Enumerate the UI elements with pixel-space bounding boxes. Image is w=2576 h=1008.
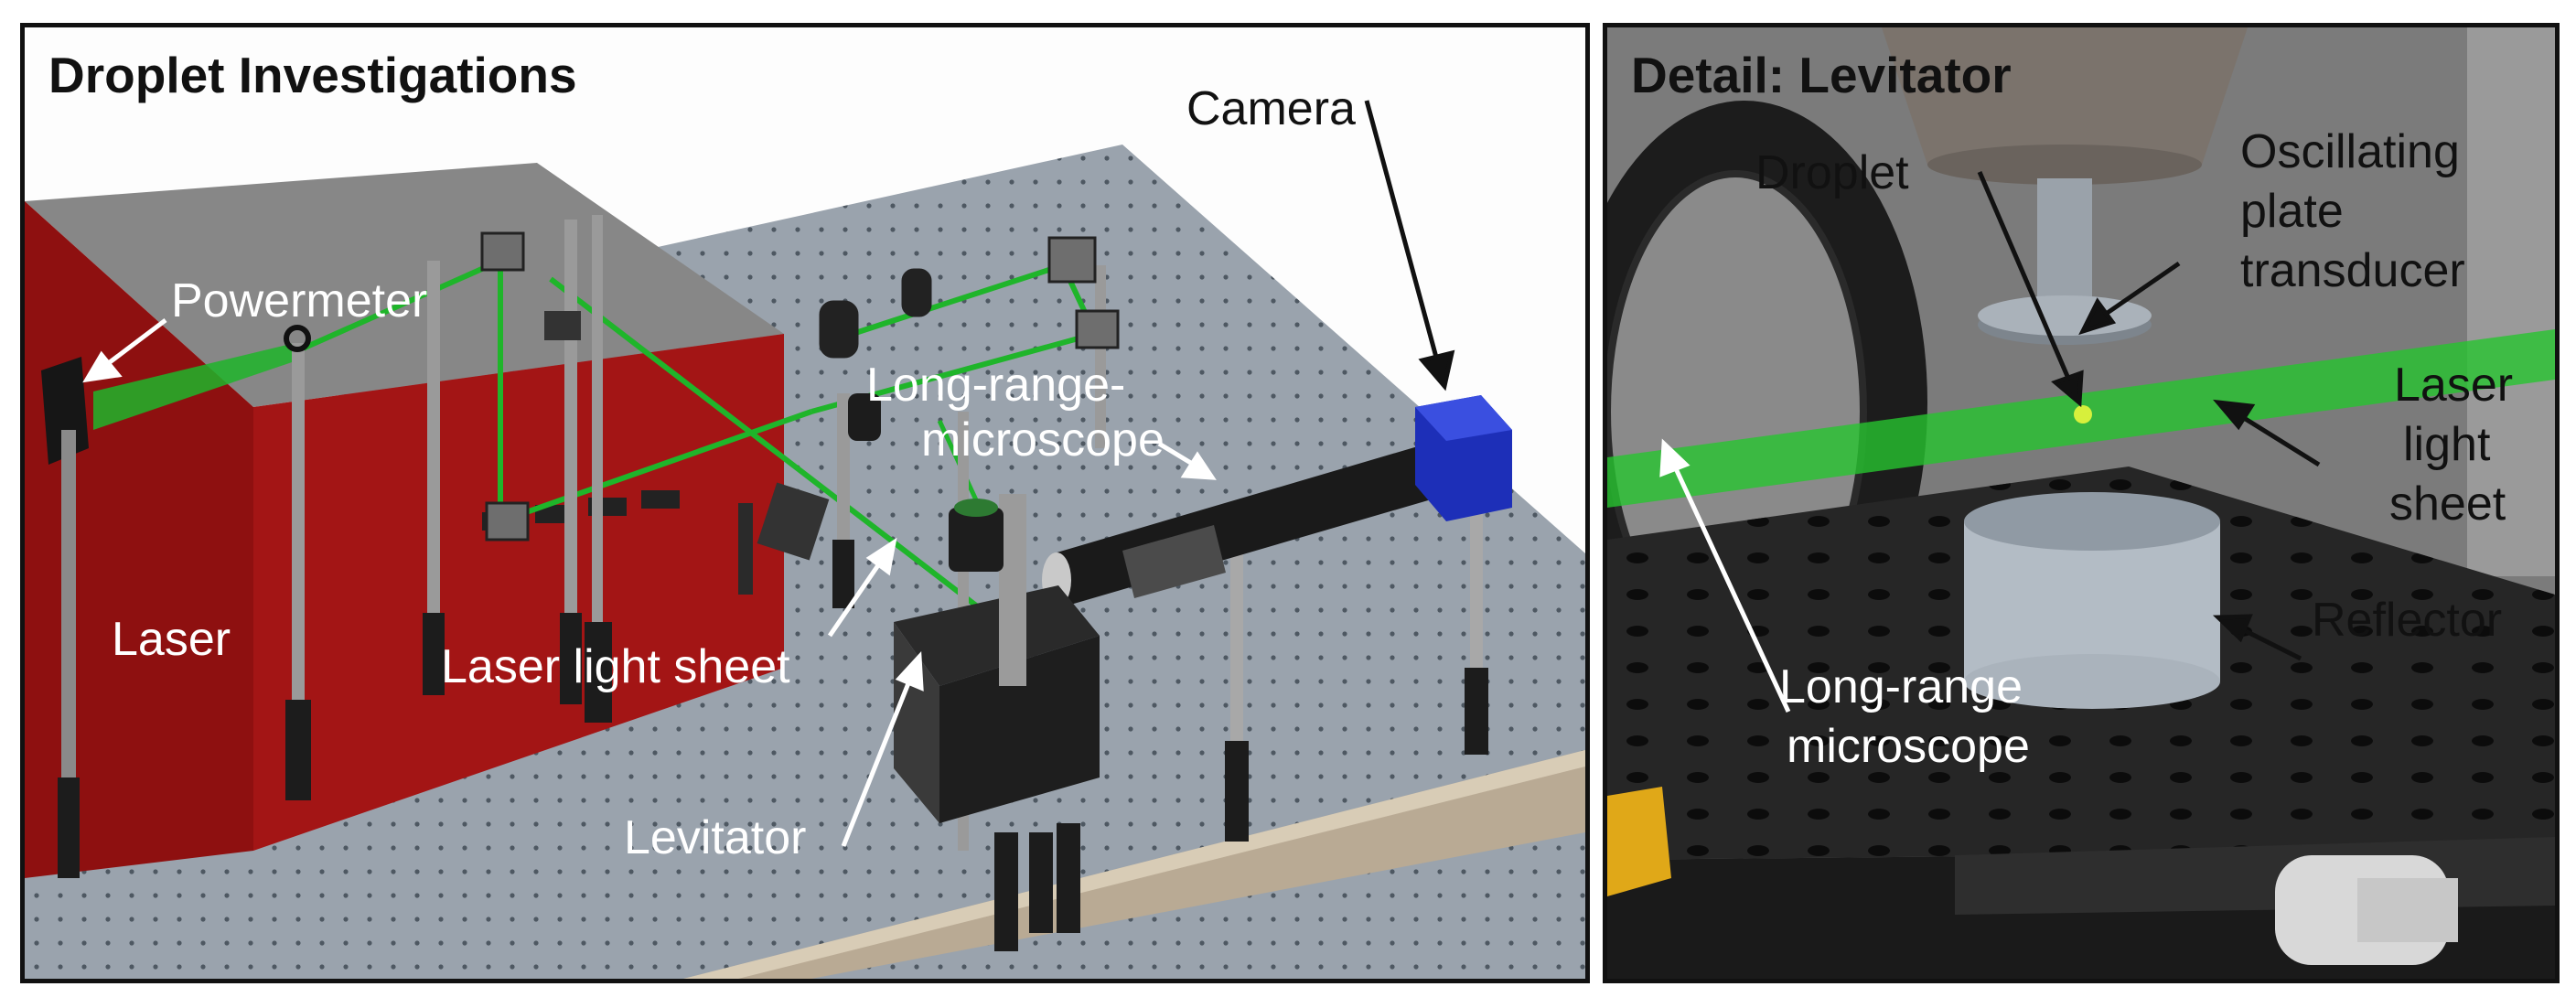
levitator-stage — [894, 494, 1100, 951]
label-arrows — [82, 100, 1455, 847]
label-camera: Camera — [1186, 82, 1356, 135]
label-laser-light-sheet-line2: light — [2403, 418, 2491, 471]
micrometer — [2275, 855, 2458, 965]
label-long-range-microscope-line2: microscope — [921, 413, 1165, 466]
label-laser: Laser — [112, 613, 231, 666]
label-arrows — [1659, 171, 2321, 713]
levitator-illustration — [1607, 27, 2555, 979]
clamp-part — [1607, 787, 1671, 896]
setup-illustration — [25, 100, 1585, 979]
droplet — [2074, 405, 2092, 424]
optical-posts — [58, 215, 1488, 878]
label-reflector: Reflector — [2312, 594, 2503, 647]
levitator-detail-panel: Detail: Levitator Droplet Oscillating pl… — [1603, 23, 2560, 983]
label-transducer-line1: Oscillating — [2240, 125, 2460, 178]
powermeter-head — [41, 357, 89, 465]
droplet-investigations-panel: Droplet Investigations Camera Powermeter… — [20, 23, 1590, 983]
label-levitator: Levitator — [624, 811, 807, 864]
label-powermeter: Powermeter — [171, 274, 428, 327]
mirror-mounts — [480, 231, 1120, 542]
label-long-range-microscope-line1: Long-range- — [866, 359, 1126, 412]
reflector — [1964, 492, 2220, 709]
label-laser-light-sheet-line1: Laser — [2394, 359, 2514, 412]
label-laser-light-sheet: Laser light sheet — [441, 640, 790, 693]
label-laser-light-sheet-line3: sheet — [2389, 477, 2506, 531]
label-transducer-line2: plate — [2240, 185, 2344, 238]
laser-beam-paths — [93, 258, 1098, 629]
panel-title-right: Detail: Levitator — [1631, 47, 2012, 103]
camera-body — [1415, 395, 1512, 521]
label-long-range-microscope-r-line1: Long-range — [1779, 660, 2023, 713]
label-long-range-microscope-r-line2: microscope — [1787, 720, 2030, 773]
label-transducer-line3: transducer — [2240, 244, 2465, 297]
label-droplet: Droplet — [1755, 146, 1909, 199]
panel-title-left: Droplet Investigations — [48, 47, 577, 103]
